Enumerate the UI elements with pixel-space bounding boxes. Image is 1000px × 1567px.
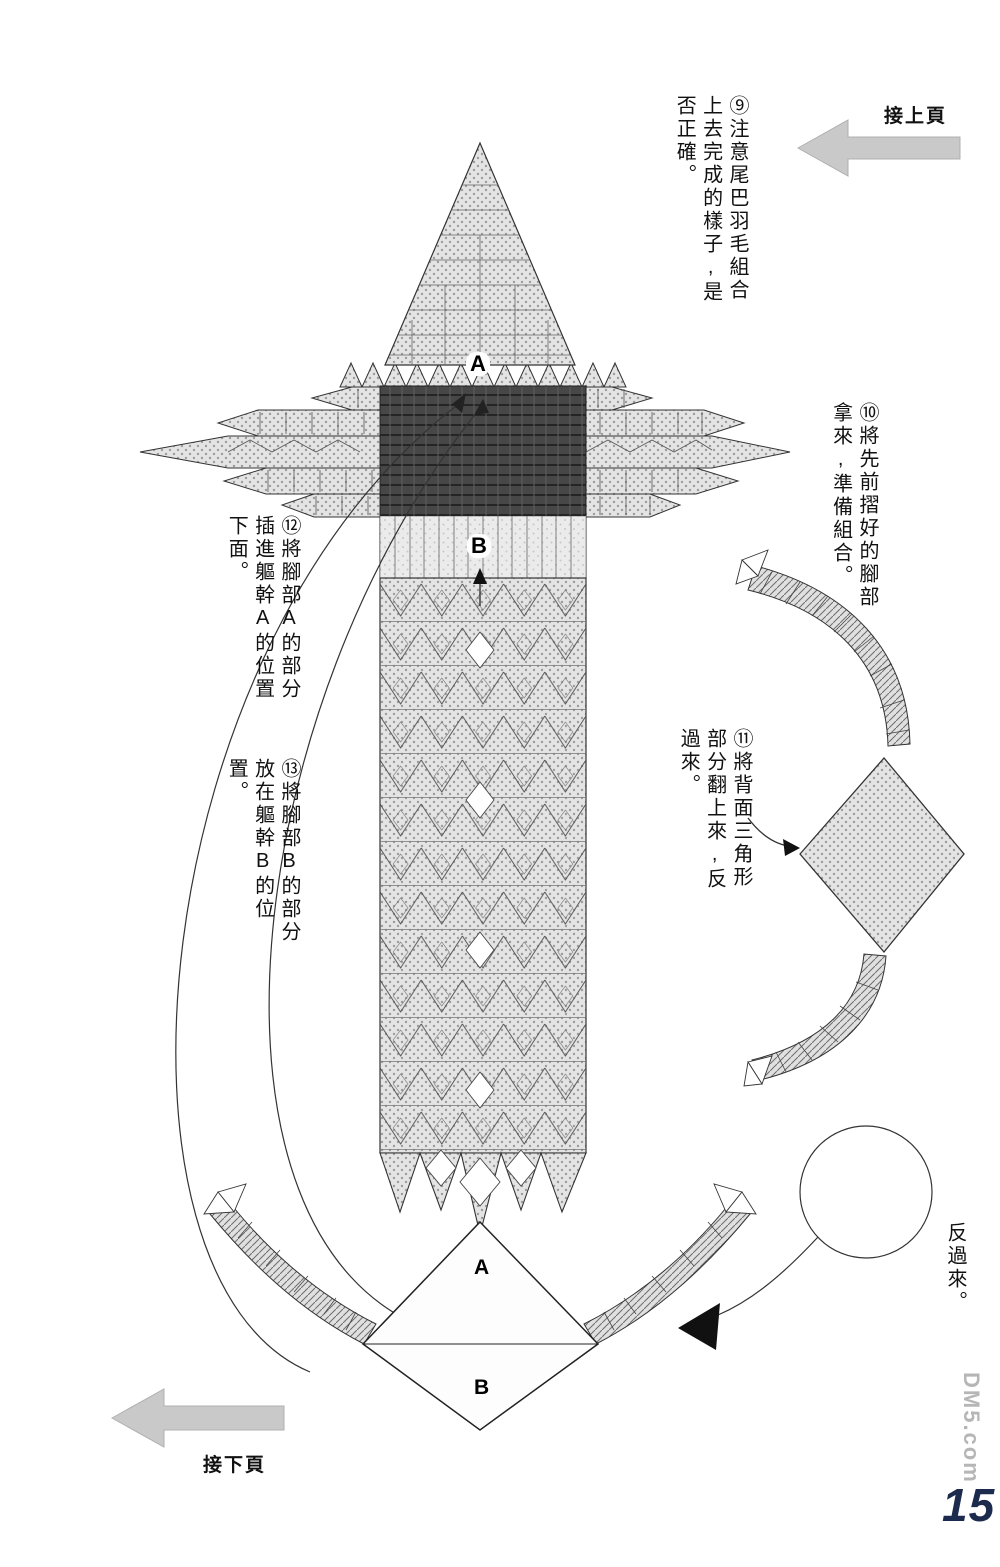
watermark: DM5.com: [959, 1372, 984, 1484]
foot-upper-chain: [747, 565, 911, 747]
pointer-lines: [175, 393, 489, 1373]
pointer-arrowhead-a-icon: [452, 393, 466, 413]
page-number: 15: [942, 1479, 996, 1531]
feet-assembly-bottom: [203, 1183, 757, 1431]
flip-circle: [799, 1125, 933, 1259]
label-b-arrowhead-icon: [473, 568, 487, 584]
wing-unit-ticks: [259, 389, 703, 515]
feet-left-chain: [209, 1197, 377, 1345]
step11-arrow-line: [747, 817, 789, 847]
next-page-label: 接下頁: [203, 1455, 267, 1476]
prev-page-label: 接上頁: [884, 106, 948, 127]
pointer-arrowhead-b-icon: [474, 399, 489, 415]
body-module-grid: [380, 578, 586, 1153]
foot-unit-right: [735, 549, 965, 1087]
body-bottom-white-gaps: [425, 1149, 537, 1207]
foot-upper-chain-ticks: [759, 571, 910, 735]
feet-left-tip-2: [203, 1191, 235, 1215]
feet-diamond: [361, 1220, 600, 1431]
flip-arrowhead-icon: [678, 1303, 720, 1350]
step-12-instruction: ⑫將腳部A的部分插進軀幹A的位置下面。: [225, 515, 300, 701]
pointer-line-a: [175, 399, 465, 1373]
step11-pointer-arrow: [747, 817, 800, 856]
label-body-a: A: [466, 352, 490, 376]
tail-feather-assembly: [139, 141, 791, 1235]
feet-left-chain-ticks: [237, 1221, 357, 1331]
flip-tail: [717, 1236, 819, 1316]
step-11-instruction: ⑪將背面三角形部分翻上來,反過來。: [677, 728, 752, 891]
foot-lower-chain-ticks: [775, 981, 879, 1073]
label-feet-b: B: [474, 1376, 490, 1399]
label-body-b: B: [467, 534, 491, 558]
next-page-arrow-icon: [110, 1388, 285, 1448]
flip-over-note: 反過來。: [944, 1222, 966, 1314]
feet-right-chain-ticks: [603, 1221, 723, 1331]
step-10-instruction: ⑩將先前摺好的腳部拿來,準備組合。: [829, 402, 878, 609]
prev-page-arrow-icon: [796, 119, 961, 177]
foot-diamond: [799, 756, 965, 954]
body-white-gaps: [465, 631, 495, 1109]
foot-upper-tip-2: [735, 559, 759, 585]
wing-zigzag: [227, 439, 713, 453]
step11-arrowhead-icon: [783, 839, 800, 856]
feet-right-tip-2: [725, 1191, 757, 1215]
foot-lower-chain: [751, 953, 887, 1081]
feet-right-chain: [583, 1197, 751, 1345]
flip-rotation-arrow: [678, 1125, 933, 1350]
step-13-instruction: ⑬將腳部B的部分放在軀幹B的位置。: [225, 758, 300, 944]
step-9-instruction: ⑨注意尾巴羽毛組合上去完成的樣子,是否正確。: [673, 95, 748, 304]
label-feet-a: A: [474, 1256, 490, 1279]
pointer-line-b: [268, 405, 483, 1331]
foot-lower-tip-2: [743, 1060, 763, 1087]
